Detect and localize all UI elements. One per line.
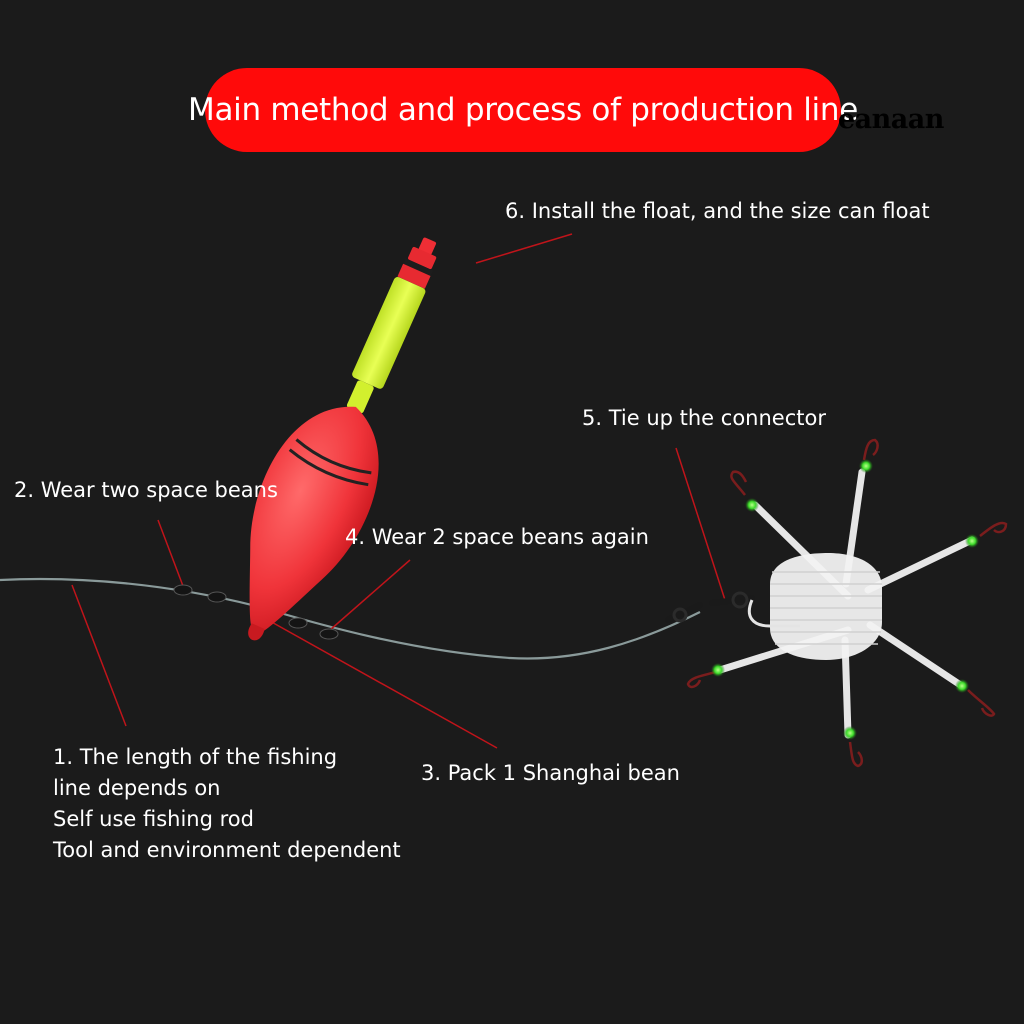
label-step1: 1. The length of the fishing line depend… xyxy=(53,742,401,866)
bean xyxy=(173,584,193,596)
brand-watermark: eanaan xyxy=(838,104,944,135)
label-step1-line: Self use fishing rod xyxy=(53,807,254,831)
label-step5: 5. Tie up the connector xyxy=(582,406,826,430)
title-banner: Main method and process of production li… xyxy=(188,68,858,152)
bean xyxy=(207,591,227,603)
label-step1-line: Tool and environment dependent xyxy=(53,838,401,862)
hooks xyxy=(686,438,1008,768)
feeder-cage xyxy=(747,553,882,660)
leader-lines xyxy=(71,233,726,749)
label-step1-line: 1. The length of the fishing xyxy=(53,745,338,769)
fishing-line xyxy=(0,577,701,660)
glow-beads xyxy=(711,459,979,740)
label-step3: 3. Pack 1 Shanghai bean xyxy=(421,761,680,785)
banner-title: Main method and process of production li… xyxy=(188,92,858,128)
label-step2: 2. Wear two space beans xyxy=(14,478,278,502)
label-step6: 6. Install the float, and the size can f… xyxy=(505,199,930,223)
bean xyxy=(288,617,308,629)
leader-step4 xyxy=(329,559,411,631)
leader-step1 xyxy=(71,584,127,727)
space-beans xyxy=(173,584,339,640)
leader-step2 xyxy=(157,519,184,587)
float xyxy=(248,237,437,641)
leader-step5 xyxy=(675,447,726,601)
bean xyxy=(319,628,339,640)
leader-step6 xyxy=(475,233,573,264)
label-step4: 4. Wear 2 space beans again xyxy=(345,525,649,549)
label-step1-line: line depends on xyxy=(53,776,221,800)
leader-step3 xyxy=(267,619,498,749)
